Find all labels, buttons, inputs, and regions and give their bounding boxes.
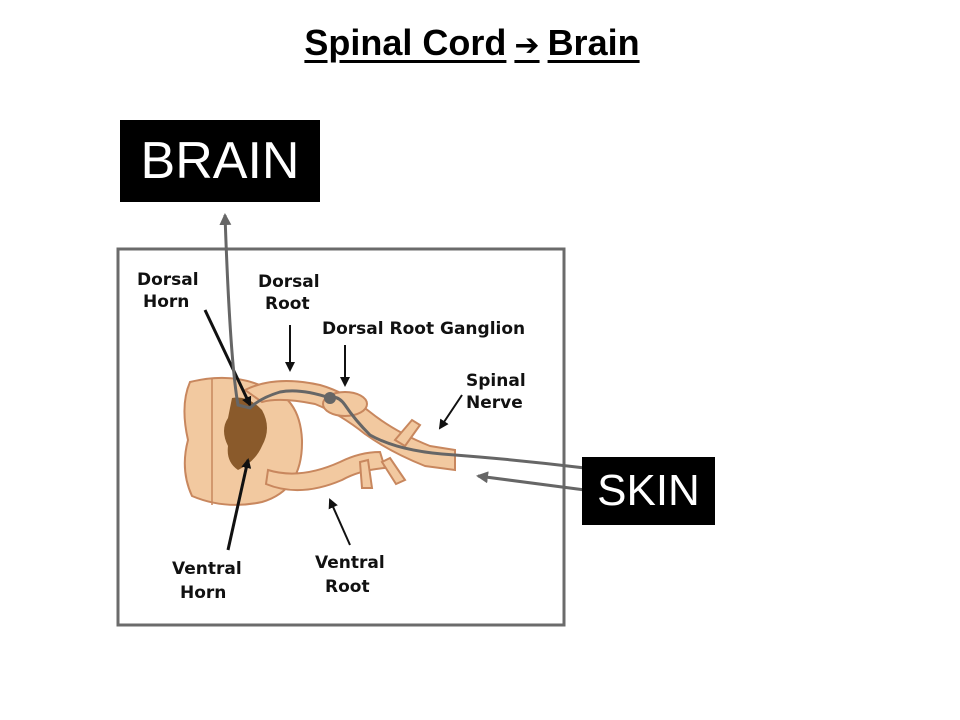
grey-matter (224, 397, 267, 470)
pointer-ventral-horn (226, 458, 252, 551)
label-spinal-nerve-line2: Nerve (466, 393, 523, 413)
page-title: Spinal Cord➔Brain (0, 22, 944, 64)
label-dorsal-horn-line2: Horn (143, 292, 189, 312)
label-ventral-horn-line1: Ventral (172, 559, 242, 579)
label-ventral-horn-line2: Horn (180, 583, 226, 603)
nerve-branch (380, 456, 407, 486)
pointer-ventral-root (328, 498, 351, 546)
skin-label: SKIN (582, 457, 715, 525)
brain-label: BRAIN (120, 120, 320, 202)
label-spinal-nerve-line1: Spinal (466, 371, 526, 391)
sensory-pathway (219, 213, 586, 470)
label-ventral-root-line2: Root (325, 577, 370, 597)
nerve-branch (358, 458, 374, 489)
nerve-branch (393, 418, 422, 448)
label-ventral-root-line1: Ventral (315, 553, 385, 573)
title-right: Brain (547, 22, 640, 63)
sensory-neuron-cell-body (324, 392, 336, 404)
right-arrow-icon: ➔ (514, 28, 540, 63)
title-left: Spinal Cord (304, 22, 507, 63)
label-dorsal-root-line1: Dorsal (258, 272, 320, 292)
skin-input-arrow (476, 471, 586, 492)
label-dorsal-root-ganglion: Dorsal Root Ganglion (322, 319, 525, 339)
pointer-spinal-nerve (438, 394, 463, 430)
label-dorsal-root-line2: Root (265, 294, 310, 314)
pointer-dorsal-horn (203, 309, 252, 407)
label-dorsal-horn-line1: Dorsal (137, 270, 199, 290)
